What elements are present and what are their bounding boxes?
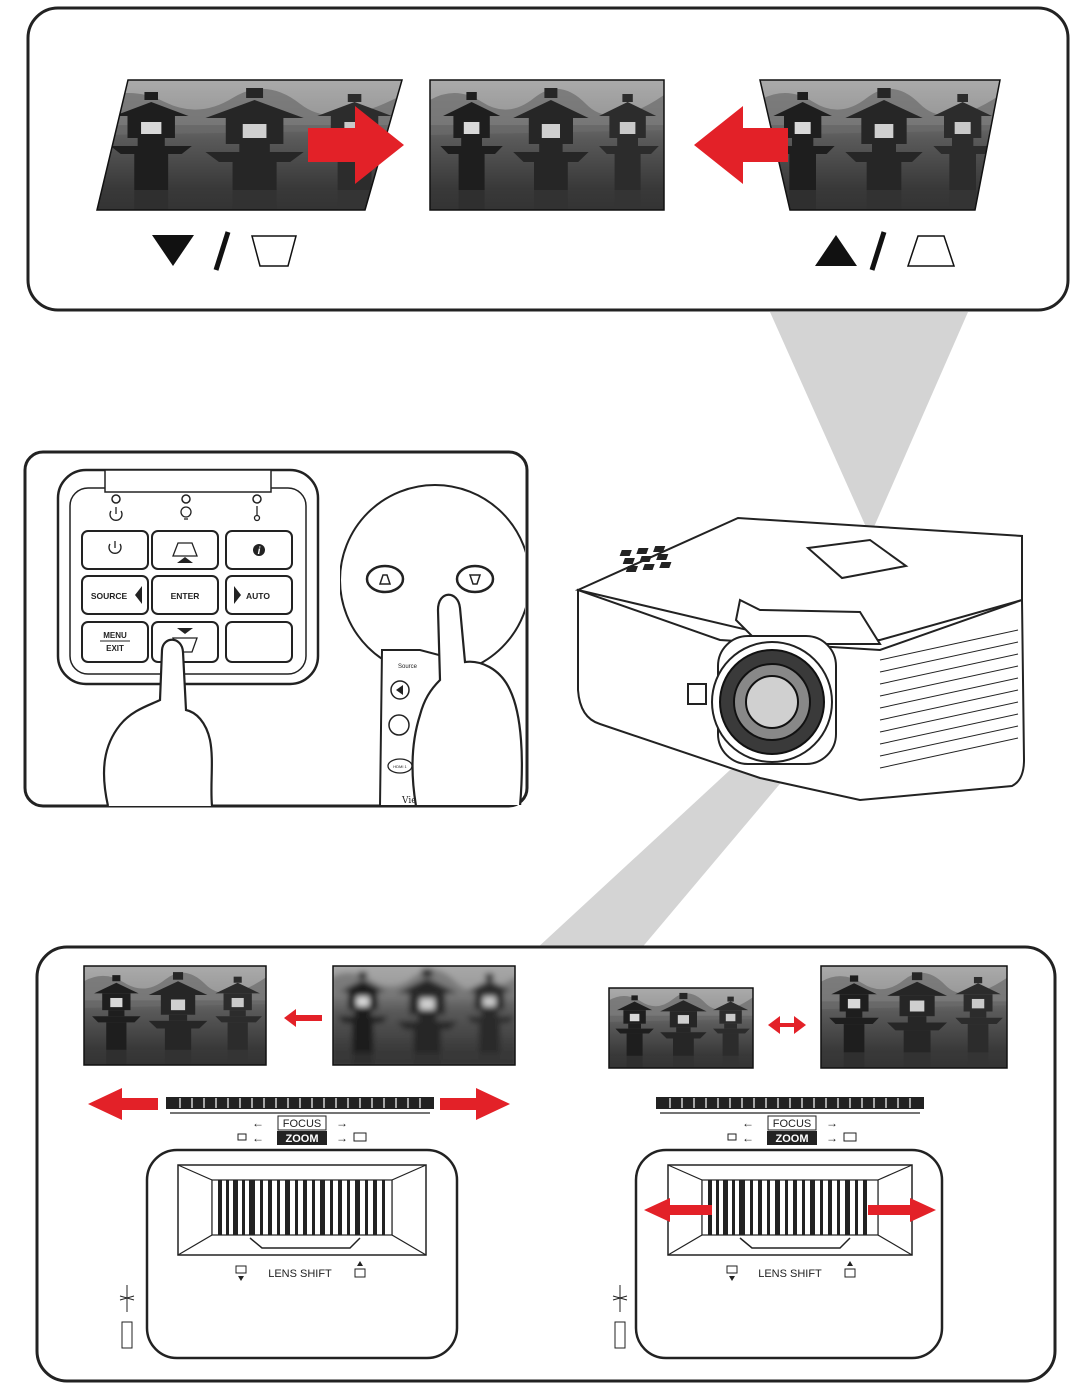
keypad-auto-button[interactable]: AUTO — [225, 575, 293, 615]
lens-shift-side-icon — [119, 1285, 135, 1349]
red-arrow-left-large — [88, 1088, 158, 1120]
keypad-blank-button[interactable] — [225, 621, 293, 663]
arrow-left-glyph: ← — [252, 1116, 264, 1130]
projection-beam-bottom — [535, 760, 800, 950]
pointing-hand-left — [102, 638, 214, 807]
keypad-enter-button[interactable]: ENTER — [151, 575, 219, 615]
lens-ring-closeup-right: LENS SHIFT — [612, 1148, 944, 1360]
zoom-small-image — [608, 987, 754, 1069]
menu-button-label: MENU — [103, 631, 127, 640]
projector-illustration — [574, 516, 1026, 802]
lens-adjust-panel: ← FOCUS → ← ZOOM → — [35, 945, 1057, 1383]
red-arrow-right — [308, 106, 404, 184]
keypad-power-button[interactable] — [81, 530, 149, 570]
red-arrow-left-small — [284, 1009, 322, 1027]
remote-keystone-down-button[interactable] — [455, 564, 495, 594]
lamp-led-icon — [180, 506, 192, 520]
red-double-arrow — [768, 1016, 806, 1034]
triangle-up-icon — [815, 235, 857, 266]
focus-label: FOCUS — [283, 1118, 322, 1130]
lens-ring-closeup-left: LENS SHIFT — [119, 1148, 459, 1360]
slash-divider — [869, 231, 887, 271]
arrow-right-glyph: → — [826, 1116, 838, 1130]
remote-source-label: Source — [398, 664, 418, 670]
slash-divider — [213, 231, 231, 271]
triangle-down-icon — [152, 235, 194, 266]
red-arrow-right-large — [440, 1088, 510, 1120]
arrow-right-glyph: → — [336, 1131, 348, 1145]
enter-button-label: ENTER — [171, 591, 200, 601]
arrow-right-glyph: → — [336, 1116, 348, 1130]
source-button-label: SOURCE — [91, 591, 128, 601]
keystone-up-icon — [906, 235, 956, 267]
info-icon: i — [258, 546, 261, 557]
lens-shift-side-icon — [612, 1285, 628, 1349]
power-led-icon — [109, 507, 123, 521]
arrow-right-glyph: → — [826, 1131, 838, 1145]
keypad-source-button[interactable]: SOURCE — [81, 575, 149, 615]
control-panel-illustration: i SOURCE ENTER AUTO MENU EXIT — [23, 450, 529, 808]
auto-button-label: AUTO — [246, 591, 270, 601]
focus-sharp-image — [83, 965, 267, 1066]
keypad-menu-exit-button[interactable]: MENU EXIT — [81, 621, 149, 663]
keystone-down-icon — [251, 235, 297, 267]
remote-keystone-up-button[interactable] — [365, 564, 405, 594]
temperature-led-icon — [253, 506, 261, 522]
focus-ring-strip-left — [166, 1097, 434, 1114]
exit-button-label: EXIT — [106, 644, 124, 653]
focus-ring-strip-right — [656, 1097, 924, 1114]
red-arrow-left-ring — [644, 1198, 712, 1222]
keypad-info-button[interactable]: i — [225, 530, 293, 570]
keypad-keystone-up-button[interactable] — [151, 530, 219, 570]
arrow-left-glyph: ← — [252, 1131, 264, 1145]
focus-zoom-legend-left: ← FOCUS → ← ZOOM → — [237, 1115, 367, 1145]
keystone-panel — [26, 6, 1070, 312]
arrow-left-glyph: ← — [742, 1131, 754, 1145]
zoom-large-image — [820, 965, 1008, 1069]
remote-hdmi1-label: HDMI 1 — [393, 764, 407, 769]
keystone-corrected-image — [429, 79, 665, 211]
red-arrow-right-ring — [868, 1198, 936, 1222]
zoom-label: ZOOM — [286, 1133, 319, 1145]
lens-shift-label: LENS SHIFT — [268, 1268, 332, 1280]
focus-zoom-legend-right: ← FOCUS → ← ZOOM → — [727, 1115, 857, 1145]
lens-shift-label: LENS SHIFT — [758, 1268, 822, 1280]
pointing-hand-right — [411, 593, 523, 805]
projection-beam-top — [770, 312, 968, 536]
focus-blurry-image — [332, 965, 516, 1066]
red-arrow-left — [694, 106, 788, 184]
arrow-left-glyph: ← — [742, 1116, 754, 1130]
keystone-distorted-image-right — [760, 80, 1000, 210]
zoom-label: ZOOM — [776, 1133, 809, 1145]
focus-label: FOCUS — [773, 1118, 812, 1130]
